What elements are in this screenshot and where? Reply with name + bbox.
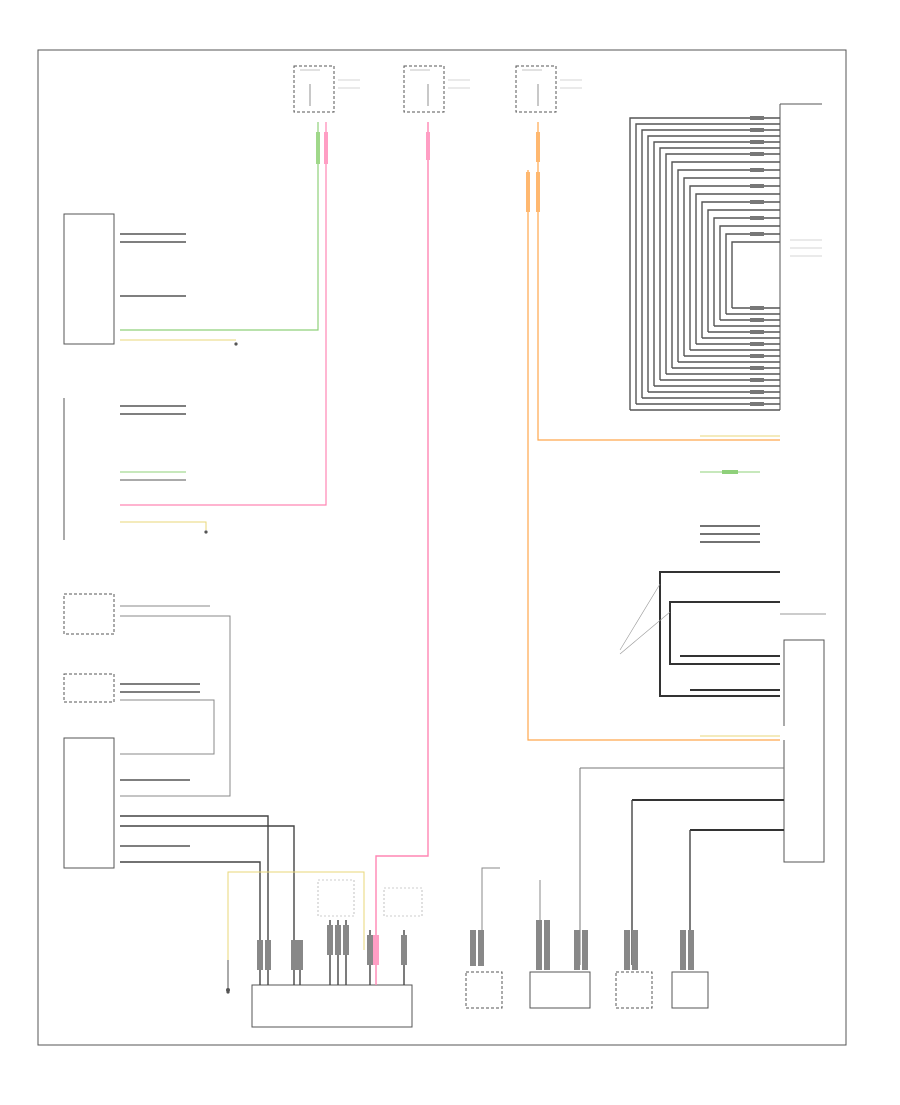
sensor-3 bbox=[615, 930, 653, 1009]
module-top-right bbox=[629, 103, 822, 411]
power-wire-green bbox=[120, 122, 319, 331]
fuse-box-1 bbox=[293, 65, 360, 113]
right-connectors bbox=[700, 470, 826, 615]
connector-tag bbox=[426, 132, 430, 160]
module-right-lower bbox=[579, 639, 825, 965]
label-leaders bbox=[619, 583, 671, 655]
module-left-3 bbox=[63, 593, 210, 635]
module-left-5 bbox=[63, 615, 295, 950]
power-wire-orange-2 bbox=[527, 170, 780, 741]
sensor-4 bbox=[671, 930, 709, 1009]
connector-tag bbox=[536, 132, 540, 162]
power-wire-pink-1 bbox=[120, 122, 327, 506]
ground-symbol bbox=[204, 342, 238, 994]
sensor-1 bbox=[465, 867, 503, 1009]
fuse-box-3 bbox=[515, 65, 582, 113]
connector-tag bbox=[536, 172, 540, 212]
power-wire-orange-1 bbox=[537, 122, 780, 441]
module-left-1 bbox=[63, 213, 236, 345]
connector-tag bbox=[526, 172, 530, 212]
sensor-2 bbox=[529, 880, 591, 1009]
module-left-4 bbox=[63, 673, 200, 703]
connector-tag bbox=[316, 132, 320, 164]
page-frame bbox=[37, 49, 847, 1046]
connector-tag bbox=[324, 132, 328, 164]
module-left-2 bbox=[63, 398, 207, 540]
bus-loops-right bbox=[659, 571, 780, 697]
fuse-box-2 bbox=[403, 65, 470, 113]
power-wire-pink-2 bbox=[375, 122, 429, 950]
data-link-connector bbox=[226, 871, 423, 1028]
